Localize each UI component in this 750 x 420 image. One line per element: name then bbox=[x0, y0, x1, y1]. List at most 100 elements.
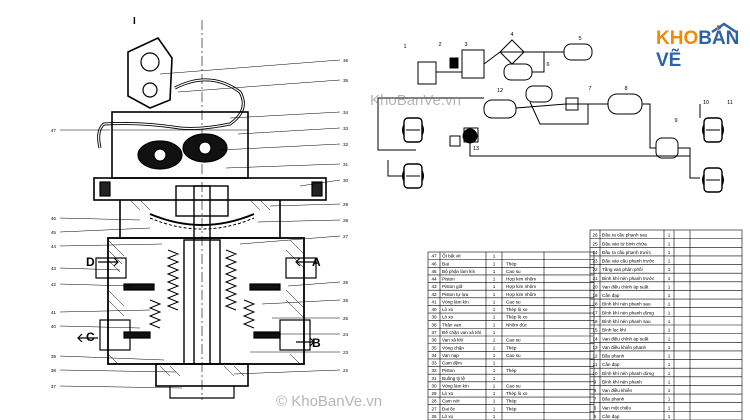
table-cell-material: Cao su bbox=[506, 338, 521, 343]
leader-number: 26 bbox=[343, 298, 349, 303]
table-cell-qty: 1 bbox=[493, 406, 496, 411]
table-cell-qty: 1 bbox=[493, 368, 496, 373]
table-cell-qty: 1 bbox=[668, 414, 671, 419]
leader-number: 30 bbox=[343, 178, 349, 183]
leader-number: 41 bbox=[51, 310, 57, 315]
table-cell-name: Cần đạp bbox=[602, 362, 620, 367]
table-cell-qty: 1 bbox=[493, 284, 496, 289]
table-cell-no: 26 bbox=[592, 233, 598, 238]
leader-number: 39 bbox=[51, 354, 57, 359]
watermark-bottom: © KhoBanVe.vn bbox=[276, 393, 383, 410]
table-cell-qty: 1 bbox=[493, 292, 496, 297]
table-cell-qty: 1 bbox=[668, 405, 671, 410]
table-cell-material: Thép lò xo bbox=[506, 307, 528, 312]
table-cell-qty: 1 bbox=[493, 338, 496, 343]
table-cell-no: 40 bbox=[431, 307, 437, 312]
table-cell-no: 20 bbox=[592, 284, 598, 289]
table-cell-qty: 1 bbox=[668, 267, 671, 272]
leader-number: 40 bbox=[51, 324, 57, 329]
table-cell-qty: 1 bbox=[668, 233, 671, 238]
leader-number: 32 bbox=[343, 142, 349, 147]
table-cell-material: Thép bbox=[506, 406, 517, 411]
table-cell-material: Thép bbox=[506, 399, 517, 404]
table-cell-qty: 1 bbox=[493, 345, 496, 350]
leader-number: 37 bbox=[51, 384, 57, 389]
table-cell-name: Buồng tỷ lệ bbox=[442, 375, 465, 381]
leader-number: 35 bbox=[343, 78, 349, 83]
leader-number: 22 bbox=[343, 368, 349, 373]
table-cell-qty: 1 bbox=[668, 310, 671, 315]
table-cell-qty: 1 bbox=[668, 241, 671, 246]
table-cell-no: 39 bbox=[431, 315, 437, 320]
table-cell-name: Đầu ra cầu phanh sau bbox=[602, 233, 648, 238]
table-cell-no: 44 bbox=[431, 277, 437, 282]
table-cell-name: Cam nới bbox=[442, 399, 460, 404]
table-cell-no: 36 bbox=[431, 338, 437, 343]
table-cell-no: 46 bbox=[431, 261, 437, 266]
table-cell-no: 45 bbox=[431, 269, 437, 274]
schematic-number: 12 bbox=[497, 88, 503, 94]
table-cell-no: 41 bbox=[431, 299, 437, 304]
table-cell-no: 15 bbox=[592, 328, 598, 333]
table-cell-qty: 1 bbox=[493, 322, 496, 327]
leader-number: 45 bbox=[51, 230, 57, 235]
port-label-a: A bbox=[312, 255, 321, 269]
table-cell-name: Vòng làm kín bbox=[442, 299, 469, 304]
schematic-number: 7 bbox=[588, 86, 591, 92]
table-cell-no: 10 bbox=[592, 371, 598, 376]
table-cell-qty: 1 bbox=[493, 399, 496, 404]
leader-number: 34 bbox=[343, 110, 349, 115]
watermark-top: KhoBanVe.vn bbox=[370, 92, 461, 109]
table-cell-material: Thép bbox=[506, 261, 517, 266]
table-cell-qty: 1 bbox=[668, 397, 671, 402]
brake-schematic bbox=[377, 39, 724, 193]
port-label-d: D bbox=[86, 255, 95, 269]
schematic-number: 2 bbox=[438, 42, 441, 48]
table-cell-name: Van điều khiển bbox=[602, 387, 632, 393]
table-cell-name: Ốt bắt vít bbox=[442, 253, 461, 259]
table-cell-no: 38 bbox=[431, 322, 437, 327]
table-cell-no: 42 bbox=[431, 292, 437, 297]
logo-text: KHOBẢN VẼ bbox=[656, 28, 750, 72]
table-cell-qty: 1 bbox=[668, 302, 671, 307]
table-cell-no: 11 bbox=[593, 362, 598, 367]
table-cell-no: 19 bbox=[592, 293, 598, 298]
table-cell-material: Cao su bbox=[506, 269, 521, 274]
table-cell-no: 22 bbox=[592, 267, 598, 272]
section-mark: I bbox=[133, 16, 136, 27]
table-cell-qty: 1 bbox=[493, 254, 496, 259]
table-cell-name: Đai bbox=[442, 261, 449, 266]
schematic-number: 9 bbox=[674, 118, 677, 124]
valve-leader-lines bbox=[59, 59, 341, 389]
table-cell-qty: 1 bbox=[668, 250, 671, 255]
table-cell-qty: 1 bbox=[493, 383, 496, 388]
table-cell-no: 26 bbox=[431, 414, 437, 419]
table-cell-no: 34 bbox=[431, 353, 437, 358]
leader-number: 43 bbox=[51, 266, 57, 271]
table-cell-name: Piston giữ bbox=[442, 284, 463, 289]
table-cell-no: 33 bbox=[431, 361, 437, 366]
table-cell-name: Đầu ra cầu phanh trước bbox=[602, 250, 652, 255]
leader-number: 33 bbox=[343, 126, 349, 131]
table-cell-name: Đầu vào cầu phanh trước bbox=[602, 259, 655, 264]
schematic-number: 8 bbox=[624, 86, 627, 92]
table-cell-no: 7 bbox=[594, 397, 597, 402]
table-cell-qty: 1 bbox=[668, 362, 671, 367]
logo-house-icon bbox=[711, 22, 737, 33]
table-cell-qty: 1 bbox=[668, 328, 671, 333]
table-cell-qty: 1 bbox=[668, 276, 671, 281]
table-cell-name: Piston bbox=[442, 368, 455, 373]
table-cell-name: Piston tự lựa bbox=[442, 292, 469, 297]
table-cell-qty: 1 bbox=[493, 269, 496, 274]
table-cell-name: Tầng van phân phối bbox=[602, 267, 643, 272]
leader-number: 23 bbox=[343, 350, 349, 355]
parts-table-grid bbox=[427, 229, 743, 420]
table-cell-name: Bình khí nén phanh dừng bbox=[602, 310, 654, 315]
table-cell-qty: 1 bbox=[493, 361, 496, 366]
table-cell-name: Đế chặn van xả khí bbox=[442, 330, 482, 335]
table-cell-name: Đầu vào từ bình chứa bbox=[602, 241, 647, 246]
table-cell-name: Cần đạp bbox=[602, 414, 620, 419]
table-cell-no: 32 bbox=[431, 368, 437, 373]
